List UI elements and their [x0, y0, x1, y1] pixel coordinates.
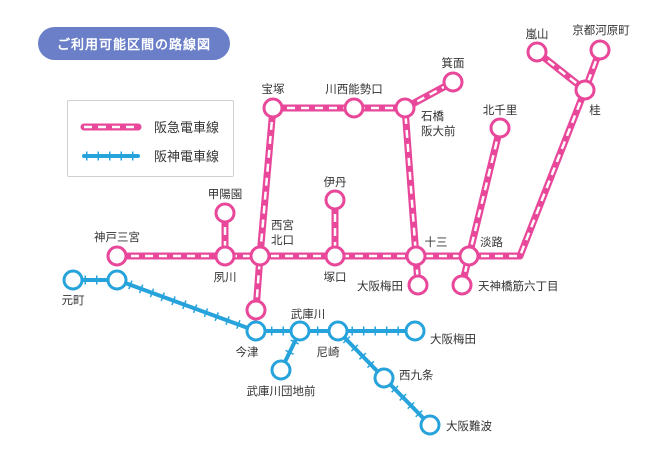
hanshin-station-motomachi[interactable] — [62, 269, 84, 291]
station-label-shukugawa: 夙川 — [214, 270, 237, 284]
station-label-koyoen: 甲陽園 — [208, 187, 243, 201]
station-label-handaimae: 阪大前 — [421, 124, 456, 138]
hanshin-station-mukogawa[interactable] — [289, 320, 311, 342]
hanshin-station-sannomiya[interactable] — [106, 269, 128, 291]
station-label-tenjinbashisuji-6chome: 天神橋筋六丁目 — [478, 279, 559, 293]
hanshin-station-nishikujo[interactable] — [373, 367, 395, 389]
hanshin-station-imazu[interactable] — [245, 320, 267, 342]
station-label-ishibashi: 石橋 — [421, 109, 444, 123]
hankyu-station-katsura[interactable] — [574, 79, 596, 101]
legend-item-hanshin: 阪神電車線 — [80, 146, 219, 165]
station-label-tsukaguchi: 塚口 — [324, 270, 347, 284]
hankyu-station-mino[interactable] — [442, 71, 464, 93]
station-label-imazu: 今津 — [236, 345, 259, 359]
hanshin-station-umeda[interactable] — [404, 320, 426, 342]
station-label-takarazuka: 宝塚 — [262, 82, 285, 96]
station-label-osaka-namba: 大阪難波 — [446, 419, 492, 433]
route-map-title: ご利用可能区間の路線図 — [38, 27, 230, 60]
hankyu-line-dash — [254, 107, 275, 311]
station-label-mino: 箕面 — [442, 56, 465, 70]
hankyu-station-koyoen[interactable] — [214, 202, 236, 224]
station-label-arashiyama: 嵐山 — [526, 27, 549, 41]
legend-label-hanshin: 阪神電車線 — [154, 150, 220, 165]
hankyu-station-itami[interactable] — [324, 189, 346, 211]
station-label-awaji: 淡路 — [480, 235, 503, 249]
station-label-nishinomiya: 西宮 — [271, 218, 294, 232]
station-label-motomachi: 元町 — [62, 293, 85, 307]
hankyu-station-kawanishi[interactable] — [343, 97, 365, 119]
station-label-juso: 十三 — [425, 235, 448, 249]
hankyu-station-awaji[interactable] — [458, 245, 480, 267]
hanshin-line-swatch-icon — [82, 151, 140, 160]
hankyu-station-nishinomiya[interactable] — [249, 245, 271, 267]
station-label-kyoto-kawaramachi: 京都河原町 — [572, 23, 630, 37]
station-label-mukogawa-danchimae: 武庫川団地前 — [247, 384, 316, 398]
station-label-kitaguchi: 北口 — [271, 233, 294, 247]
station-label-katsura: 桂 — [589, 103, 601, 117]
station-label-kitasenri: 北千里 — [483, 103, 518, 117]
station-label-nishikujo: 西九条 — [399, 368, 434, 382]
hankyu-station-kawaramachi[interactable] — [589, 39, 611, 61]
hankyu-station-shukugawa[interactable] — [214, 245, 236, 267]
hankyu-station-tsukaguchi[interactable] — [324, 245, 346, 267]
hanshin-station-namba[interactable] — [419, 414, 441, 436]
hankyu-station-ishibashi[interactable] — [394, 97, 416, 119]
legend: 阪急電車線 阪神電車線 — [67, 100, 234, 177]
hankyu-station-tenroku[interactable] — [451, 274, 473, 296]
station-label-kobe-sannomiya: 神戸三宮 — [94, 230, 140, 244]
hankyu-station-juso[interactable] — [405, 245, 427, 267]
hankyu-station-imazu[interactable] — [245, 299, 267, 321]
hankyu-station-arashiyama[interactable] — [526, 41, 548, 63]
station-label-mukogawa: 武庫川 — [291, 307, 326, 321]
hankyu-station-umeda[interactable] — [407, 274, 429, 296]
station-label-hankyu-osaka-umeda: 大阪梅田 — [357, 279, 403, 293]
hankyu-line-swatch-icon — [80, 123, 142, 130]
hanshin-station-amagasaki[interactable] — [327, 320, 349, 342]
hankyu-station-takarazuka[interactable] — [262, 97, 284, 119]
hankyu-station-kitasenri[interactable] — [489, 117, 511, 139]
legend-label-hankyu: 阪急電車線 — [154, 121, 220, 136]
station-label-hanshin-osaka-umeda: 大阪梅田 — [430, 332, 476, 346]
hanshin-station-danchimae[interactable] — [270, 359, 292, 381]
station-label-amagasaki: 尼崎 — [317, 345, 340, 359]
station-label-kawanishi-noseguchi: 川西能勢口 — [325, 82, 383, 96]
stations — [62, 39, 611, 436]
legend-item-hankyu: 阪急電車線 — [80, 117, 219, 136]
station-label-itami: 伊丹 — [324, 175, 347, 189]
hankyu-station-sannomiya[interactable] — [106, 245, 128, 267]
